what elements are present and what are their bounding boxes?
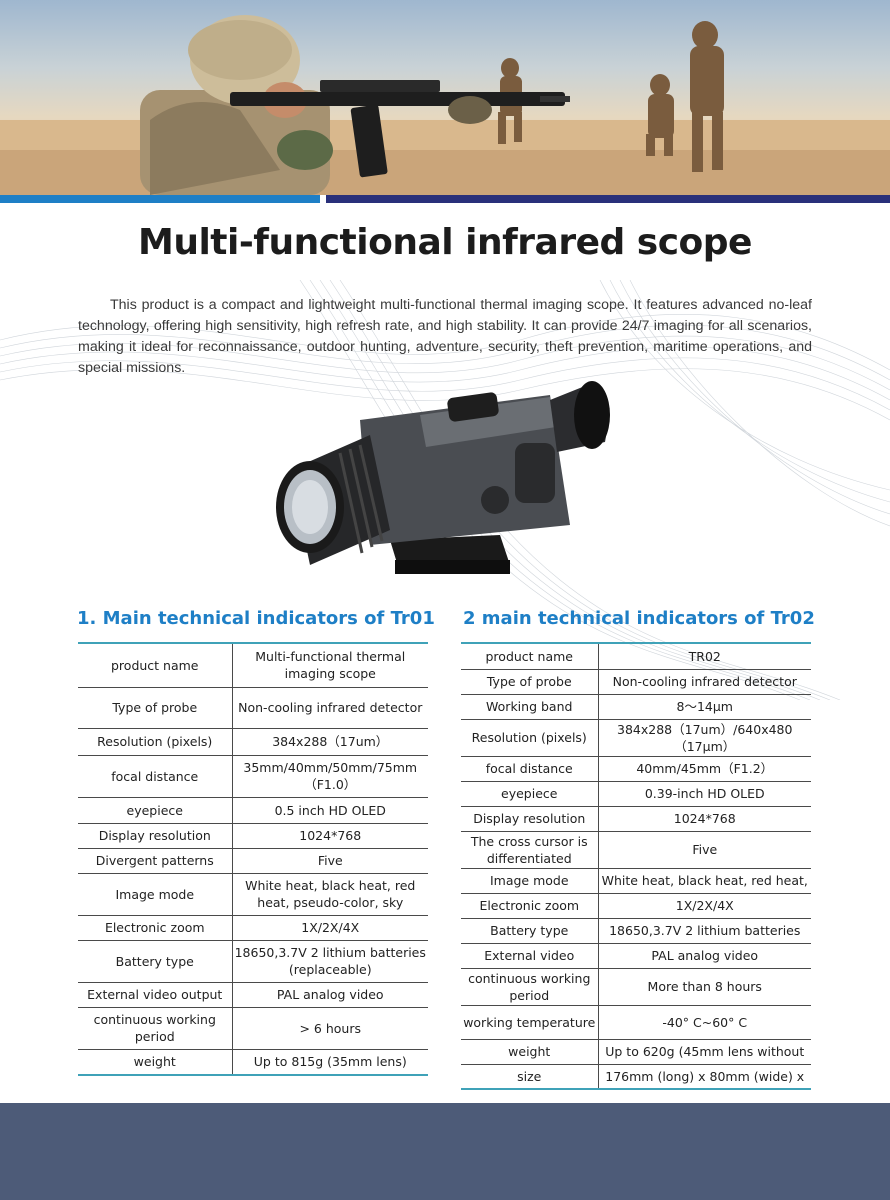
- spec-value: 384x288（17um）: [232, 728, 428, 756]
- spec-value: 1024*768: [232, 823, 428, 849]
- table-row: Resolution (pixels)384x288（17um）: [78, 728, 428, 756]
- spec-value: Five: [232, 848, 428, 874]
- hero-accent-bar-navy: [326, 195, 890, 203]
- spec-value: 8～14μm: [598, 694, 811, 720]
- spec-value: 18650,3.7V 2 lithium batteries: [598, 918, 811, 944]
- spec-key: product name: [461, 642, 599, 670]
- intro-paragraph: This product is a compact and lightweigh…: [78, 297, 812, 376]
- spec-value: -40° C~60° C: [598, 1005, 811, 1040]
- spec-key: Resolution (pixels): [461, 719, 599, 757]
- thermal-scope-product-image: [276, 381, 610, 574]
- spec-key: product name: [78, 642, 233, 688]
- spec-key: Image mode: [78, 873, 233, 916]
- spec-key: Battery type: [78, 940, 233, 983]
- spec-key: working temperature: [461, 1005, 599, 1040]
- spec-key: The cross cursor is differentiated: [461, 831, 599, 869]
- spec-value: Up to 620g (45mm lens without: [598, 1039, 811, 1065]
- spec-value: White heat, black heat, red heat, pseudo…: [232, 873, 428, 916]
- section-title-tr01: 1. Main technical indicators of Tr01: [77, 608, 435, 629]
- spec-value: PAL analog video: [232, 982, 428, 1008]
- spec-key: focal distance: [78, 755, 233, 798]
- spec-value: PAL analog video: [598, 943, 811, 969]
- table-row: working temperature-40° C~60° C: [461, 1005, 811, 1040]
- spec-key: Image mode: [461, 868, 599, 894]
- spec-value: > 6 hours: [232, 1007, 428, 1050]
- spec-value: Non-cooling infrared detector: [598, 669, 811, 695]
- spec-value: 1X/2X/4X: [232, 915, 428, 941]
- spec-value: 0.39-inch HD OLED: [598, 781, 811, 807]
- spec-value: 0.5 inch HD OLED: [232, 797, 428, 824]
- spec-value: White heat, black heat, red heat,: [598, 868, 811, 894]
- spec-key: Display resolution: [78, 823, 233, 849]
- spec-key: eyepiece: [461, 781, 599, 807]
- spec-value: More than 8 hours: [598, 968, 811, 1006]
- spec-value: Non-cooling infrared detector: [232, 687, 428, 729]
- hero-banner-image: [0, 0, 890, 195]
- spec-key: Working band: [461, 694, 599, 720]
- spec-value: 1X/2X/4X: [598, 893, 811, 919]
- spec-value: 35mm/40mm/50mm/75mm（F1.0）: [232, 755, 428, 798]
- section-title-tr02: 2 main technical indicators of Tr02: [463, 608, 815, 629]
- spec-value: Five: [598, 831, 811, 869]
- spec-key: Electronic zoom: [78, 915, 233, 941]
- spec-key: Battery type: [461, 918, 599, 944]
- spec-key: weight: [461, 1039, 599, 1065]
- spec-key: size: [461, 1064, 599, 1090]
- spec-key: eyepiece: [78, 797, 233, 824]
- spec-value: 1024*768: [598, 806, 811, 832]
- spec-value: 40mm/45mm（F1.2）: [598, 756, 811, 782]
- spec-key: continuous working period: [461, 968, 599, 1006]
- spec-value: 176mm (long) x 80mm (wide) x: [598, 1064, 811, 1090]
- spec-value: Up to 815g (35mm lens): [232, 1049, 428, 1076]
- spec-key: Display resolution: [461, 806, 599, 832]
- spec-key: External video output: [78, 982, 233, 1008]
- spec-key: continuous working period: [78, 1007, 233, 1050]
- spec-key: Resolution (pixels): [78, 728, 233, 756]
- spec-key: External video: [461, 943, 599, 969]
- table-row: continuous working period> 6 hours: [78, 1007, 428, 1050]
- hero-accent-bar-blue: [0, 195, 320, 203]
- spec-key: weight: [78, 1049, 233, 1076]
- spec-key: focal distance: [461, 756, 599, 782]
- spec-key: Electronic zoom: [461, 893, 599, 919]
- page-title: Multi-functional infrared scope: [138, 222, 752, 263]
- spec-value: 384x288（17um）/640x480（17μm）: [598, 719, 811, 757]
- spec-value: TR02: [598, 642, 811, 670]
- spec-value: 18650,3.7V 2 lithium batteries (replacea…: [232, 940, 428, 983]
- decorative-waves: [0, 280, 890, 700]
- footer-band: [0, 1103, 890, 1200]
- spec-key: Type of probe: [78, 687, 233, 729]
- spec-key: Type of probe: [461, 669, 599, 695]
- spec-value: Multi-functional thermal imaging scope: [232, 642, 428, 688]
- spec-key: Divergent patterns: [78, 848, 233, 874]
- table-row: Resolution (pixels)384x288（17um）/640x480…: [461, 719, 811, 757]
